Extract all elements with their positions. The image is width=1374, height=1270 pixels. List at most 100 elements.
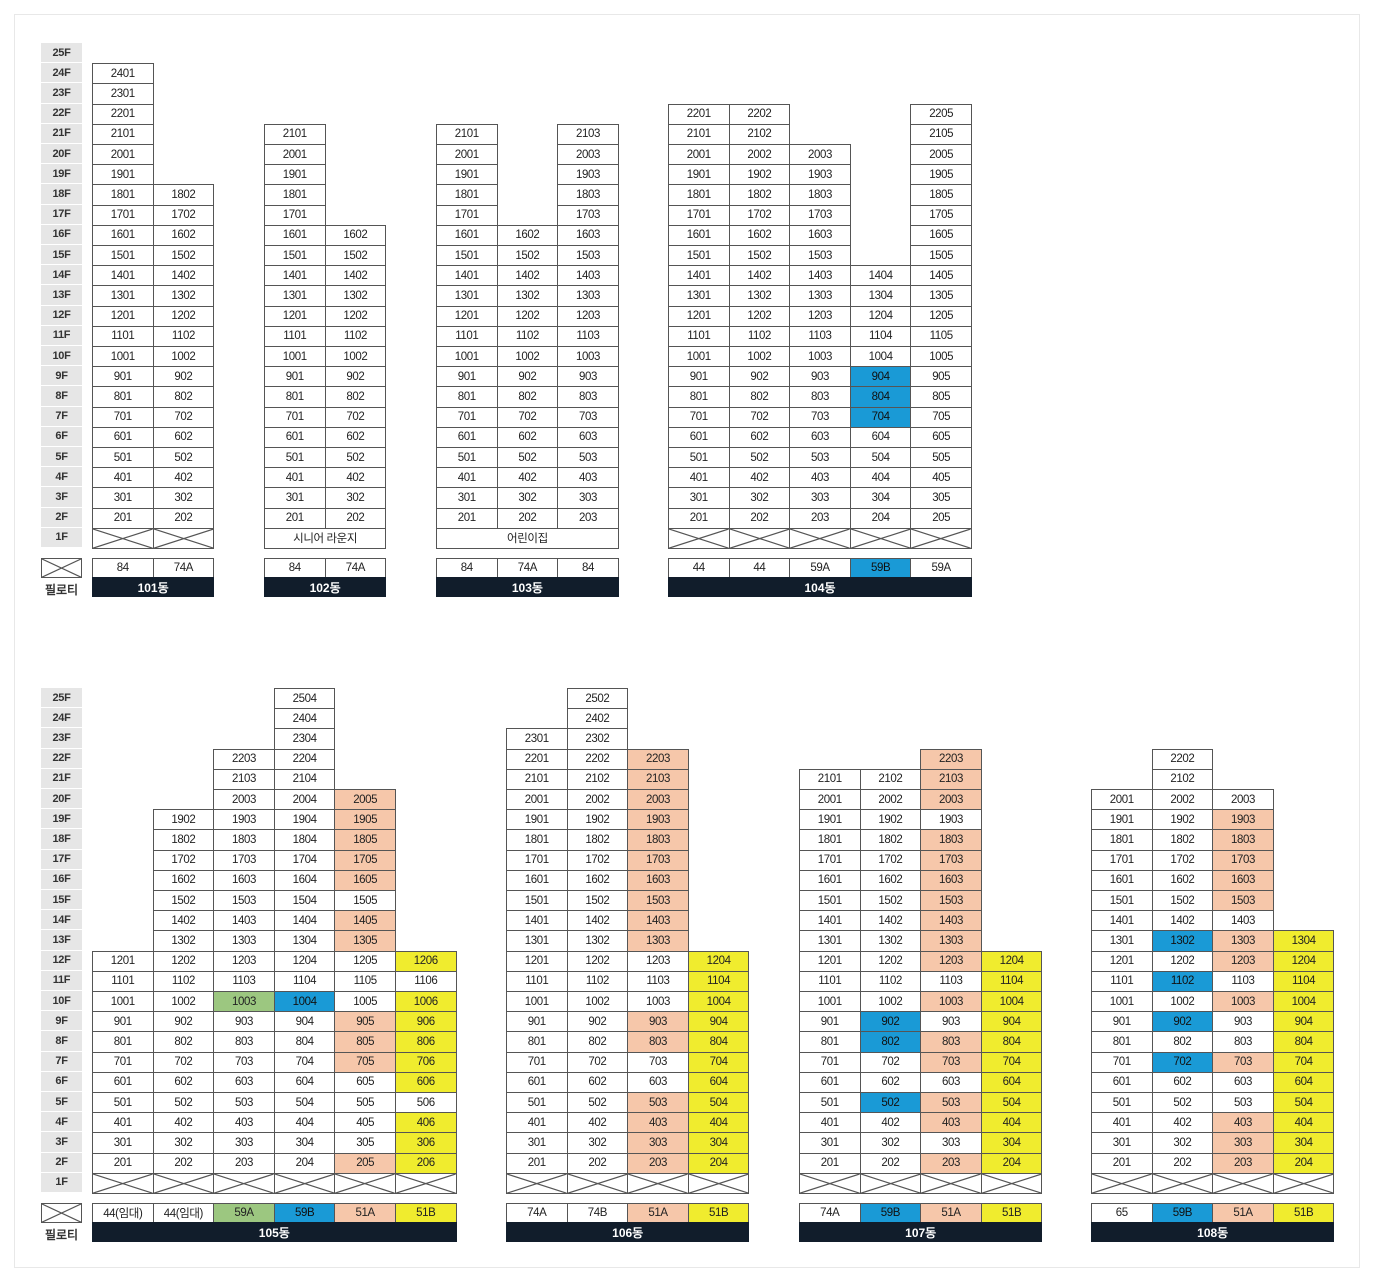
unit-cell: 1702 [859,849,922,871]
unit-cell: 1004 [273,991,336,1013]
unit-cell: 1802 [1151,829,1214,851]
unit-cell: 902 [152,366,215,388]
piloti-cell [152,1172,215,1194]
unit-cell: 1302 [1151,930,1214,952]
unit-cell: 402 [496,467,559,489]
unit-cell: 1203 [1212,950,1274,972]
unit-cell: 1403 [1212,910,1274,932]
unit-cell: 1102 [152,325,215,347]
unit-cell: 305 [334,1132,396,1154]
unit-cell: 901 [92,366,154,388]
unit-cell: 1402 [324,265,387,287]
unit-cell: 1202 [566,950,629,972]
unit-cell: 602 [324,426,387,448]
unit-cell: 801 [436,386,498,408]
unit-cell: 603 [557,426,619,448]
unit-cell: 502 [728,447,791,469]
unit-cell: 702 [859,1051,922,1073]
ground-facility: 시니어 라운지 [264,527,387,549]
unit-cell: 303 [213,1132,275,1154]
unit-cell: 1102 [728,325,791,347]
unit-cell: 1805 [334,829,396,851]
unit-cell: 1803 [920,829,982,851]
unit-cell: 604 [980,1071,1043,1093]
unit-cell: 401 [799,1112,861,1134]
piloti-cell [92,1172,154,1194]
unit-cell: 403 [557,467,619,489]
unit-cell: 1002 [1151,991,1214,1013]
unit-cell: 501 [436,447,498,469]
unit-cell: 902 [152,1011,215,1033]
unit-cell: 402 [324,467,387,489]
unit-cell: 1601 [436,224,498,246]
unit-type-cell: 74A [799,1203,861,1224]
unit-cell: 1302 [859,930,922,952]
unit-cell: 206 [395,1152,457,1174]
unit-cell: 1201 [1091,950,1153,972]
unit-cell: 903 [920,1011,982,1033]
unit-cell: 203 [920,1152,982,1174]
unit-cell: 704 [980,1051,1043,1073]
unit-type-cell: 59A [910,558,972,579]
building-name: 102동 [264,577,387,598]
unit-cell: 904 [980,1011,1043,1033]
unit-cell: 2205 [910,103,972,125]
building-name: 107동 [799,1222,1043,1243]
piloti-cell [627,1172,689,1194]
unit-cell: 1603 [1212,869,1274,891]
unit-cell: 2002 [566,789,629,811]
unit-cell: 1102 [566,970,629,992]
unit-cell: 903 [1212,1011,1274,1033]
unit-cell: 803 [1212,1031,1274,1053]
unit-cell: 2105 [910,123,972,145]
unit-cell: 704 [1272,1051,1335,1073]
unit-cell: 1602 [566,869,629,891]
unit-cell: 303 [789,487,851,509]
unit-cell: 2003 [789,144,851,166]
unit-cell: 1802 [152,184,215,206]
unit-cell: 1201 [92,950,154,972]
unit-cell: 2201 [506,748,568,770]
unit-cell: 1703 [557,204,619,226]
unit-cell: 1602 [152,869,215,891]
unit-cell: 702 [152,1051,215,1073]
unit-cell: 601 [799,1071,861,1093]
unit-cell: 204 [849,507,912,529]
piloti-cell [920,1172,982,1194]
unit-cell: 1802 [859,829,922,851]
floor-label: 13F [41,285,82,306]
unit-cell: 403 [213,1112,275,1134]
floor-label: 5F [41,447,82,468]
unit-cell: 1501 [92,245,154,267]
unit-cell: 601 [436,426,498,448]
unit-cell: 401 [92,467,154,489]
piloti-cell [799,1172,861,1194]
unit-cell: 2001 [92,144,154,166]
unit-cell: 903 [789,366,851,388]
piloti-cell [1151,1172,1214,1194]
unit-cell: 1101 [799,970,861,992]
unit-cell: 301 [436,487,498,509]
floor-label: 8F [41,386,82,407]
unit-cell: 1405 [334,910,396,932]
unit-cell: 1203 [920,950,982,972]
unit-cell: 202 [1151,1152,1214,1174]
unit-cell: 2001 [668,144,730,166]
piloti-cell [566,1172,629,1194]
unit-cell: 402 [859,1112,922,1134]
unit-cell: 703 [789,406,851,428]
unit-cell: 702 [324,406,387,428]
unit-cell: 1202 [728,305,791,327]
unit-cell: 1204 [1272,950,1335,972]
unit-type-cell: 65 [1091,1203,1153,1224]
unit-cell: 1701 [1091,849,1153,871]
unit-cell: 801 [668,386,730,408]
unit-cell: 1501 [1091,890,1153,912]
unit-cell: 306 [395,1132,457,1154]
floor-label: 13F [41,930,82,951]
unit-cell: 1003 [920,991,982,1013]
unit-cell: 602 [1151,1071,1214,1093]
unit-cell: 1901 [436,164,498,186]
unit-cell: 1103 [1212,970,1274,992]
unit-cell: 1102 [1151,970,1214,992]
